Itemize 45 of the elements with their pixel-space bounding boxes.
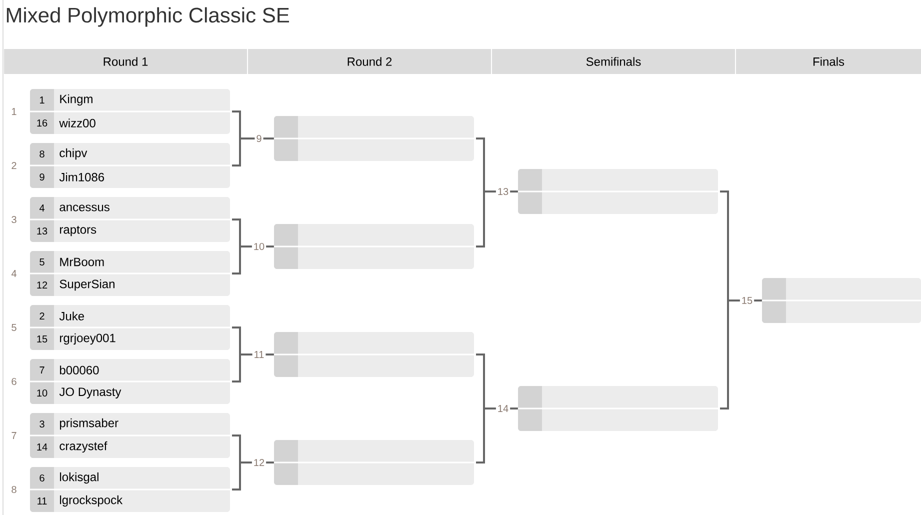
column-header: Semifinals: [492, 49, 735, 74]
column-header: Round 2: [248, 49, 491, 74]
match-number: 6: [10, 376, 18, 387]
column-header: Finals: [736, 49, 921, 74]
bracket-line: [232, 462, 274, 490]
match-box: [518, 169, 718, 214]
match-number: 4: [10, 268, 18, 278]
match-number: 10: [252, 241, 266, 252]
bracket-line: [476, 190, 518, 248]
match-box: [274, 332, 474, 377]
bracket-line: [232, 354, 274, 382]
bracket-line: [232, 138, 274, 166]
node-label: Finals: [813, 57, 844, 66]
title: Mixed Polymorphic Classic SE: [6, 7, 289, 27]
bracket-line: [720, 300, 762, 410]
match-box: 4 ancessus 13 raptors: [30, 197, 230, 242]
match-box: 3 prismsaber 14 crazystef: [30, 413, 230, 458]
match-box: 6 lokisgal 11 lgrockspock: [30, 467, 230, 512]
match-box: 8 chipv 9 Jim1086: [30, 143, 230, 188]
node-label: Round 2: [348, 57, 392, 66]
match-box: [762, 278, 921, 323]
match-box: [274, 440, 474, 485]
match-box: [274, 116, 474, 161]
match-number: 1: [10, 106, 18, 116]
match-number: 8: [10, 484, 18, 495]
match-number: 12: [252, 458, 266, 468]
column-header: Round 1: [4, 49, 247, 74]
match-number: 14: [496, 404, 510, 414]
match-number: 2: [10, 160, 18, 170]
match-number: 3: [10, 214, 18, 225]
match-box: 5 MrBoom 12 SuperSian: [30, 251, 230, 296]
bracket-line: [232, 246, 274, 274]
match-number: 11: [252, 350, 266, 360]
node-label: Semifinals: [586, 57, 641, 66]
match-box: 2 Juke 15 rgrjoey001: [30, 305, 230, 350]
match-box: [518, 386, 718, 431]
match-box: [274, 224, 474, 269]
match-number: 7: [10, 430, 18, 440]
match-number: 15: [740, 296, 754, 306]
match-number: 5: [10, 322, 18, 332]
node-label: Round 1: [104, 57, 148, 66]
bracket-line: [476, 408, 518, 464]
match-number: 13: [496, 186, 510, 197]
match-number: 9: [254, 133, 264, 144]
match-box: 7 b00060 10 JO Dynasty: [30, 359, 230, 404]
